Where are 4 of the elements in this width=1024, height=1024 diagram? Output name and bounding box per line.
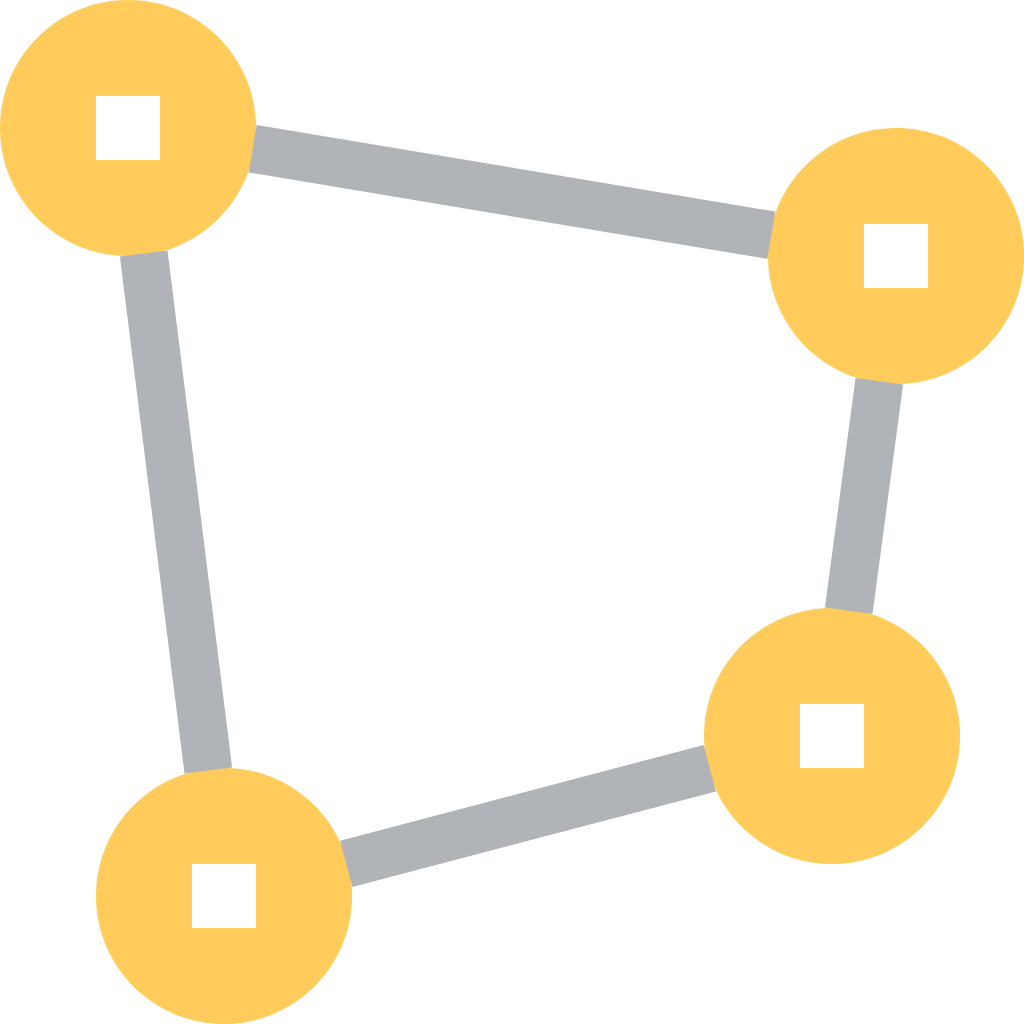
connector-line xyxy=(119,250,233,774)
connector-line xyxy=(824,378,904,614)
connector-line xyxy=(248,125,776,259)
connector-line xyxy=(340,744,716,888)
